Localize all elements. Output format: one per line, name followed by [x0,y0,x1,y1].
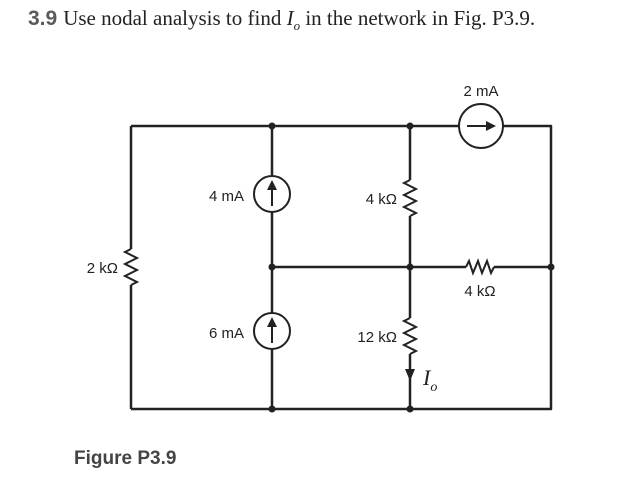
problem-variable-subscript: o [293,18,301,34]
figure-caption: Figure P3.9 [74,448,177,469]
arrow-up-icon-head [267,317,277,327]
label-current-io-subscript: o [430,380,437,395]
label-source-lower: 6 mA [209,325,244,342]
label-resistor-lower-middle: 12 kΩ [357,329,397,346]
label-current-io: Io [422,365,437,395]
node-dot [406,263,414,271]
label-resistor-left: 2 kΩ [87,260,118,277]
arrow-right-icon-head [486,121,496,131]
circuit-wires [129,124,553,411]
problem-variable-letter: I [286,6,294,30]
node-dot [406,405,414,413]
node-dot [268,263,276,271]
label-resistor-right: 4 kΩ [464,283,495,300]
node-dot [406,122,414,130]
resistor-upper-middle-symbol [401,179,419,217]
arrow-up-icon-head [267,180,277,190]
problem-text-after: in the network in Fig. P3.9. [300,6,536,30]
resistor-left-symbol [122,248,140,286]
current-io-arrow-icon [405,369,415,381]
label-source-upper: 4 mA [209,188,244,205]
problem-variable: Io [286,6,301,34]
source-lower [253,312,291,350]
problem-number: 3.9 [28,7,58,30]
resistor-right-symbol [465,258,495,276]
source-top [458,103,504,149]
node-dot [268,405,276,413]
label-source-top: 2 mA [463,83,498,100]
label-resistor-upper-middle: 4 kΩ [366,191,397,208]
resistor-lower-middle-symbol [401,317,419,355]
node-dot [268,122,276,130]
label-current-io-letter: I [422,365,432,390]
node-dot [547,263,555,271]
source-upper [253,175,291,213]
wire-top-right [503,124,553,267]
problem-text-before: Use nodal analysis to find [63,6,287,30]
